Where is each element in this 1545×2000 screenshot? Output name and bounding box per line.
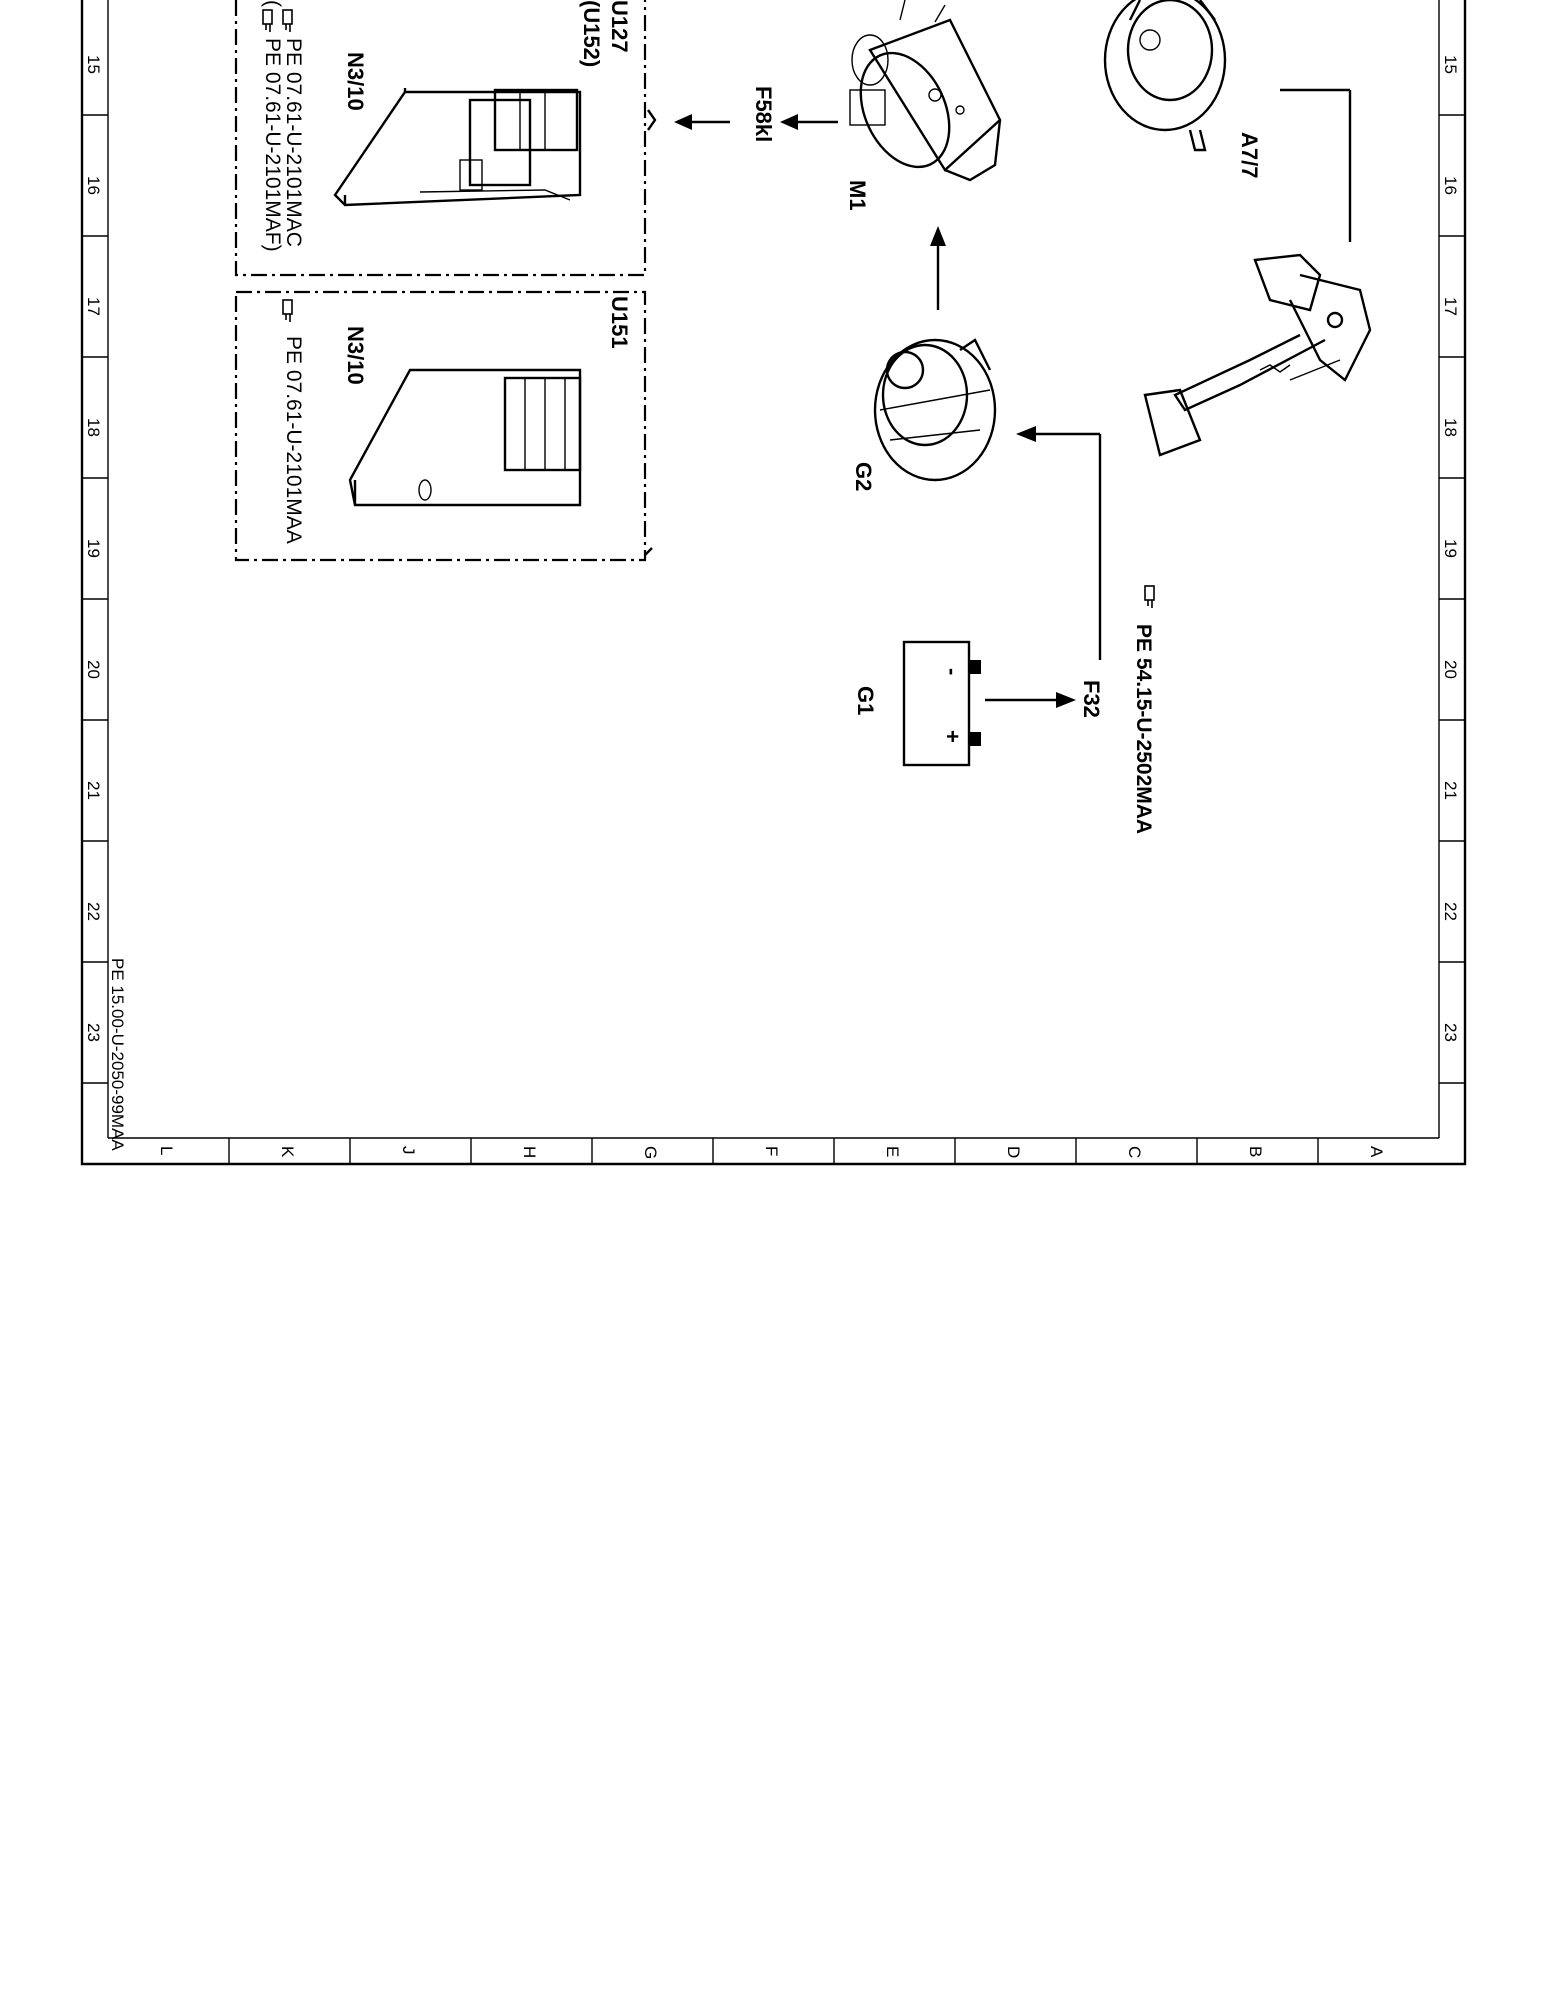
row-number: 21 <box>1441 781 1460 800</box>
control-module-n3-10-top <box>333 88 582 207</box>
reference-link[interactable]: PE 54.15-U-2502MAA <box>1132 624 1155 834</box>
battery-minus-sign: - <box>940 668 965 675</box>
battery-plus-sign: + <box>940 730 965 743</box>
group-label-u152: (U152) <box>579 0 604 67</box>
document-code: PE 15.00-U-2050-99MAA <box>108 958 127 1151</box>
component-label-g2: G2 <box>851 462 876 491</box>
column-grid: L K J H G F E D C B A <box>157 1138 1386 1164</box>
group-u127: U127 (U152) <box>234 0 657 277</box>
row-numbers-left: 15 16 17 18 19 20 21 22 23 <box>84 55 103 1042</box>
signal-arrows-m1-to-n3-10 <box>674 114 838 130</box>
pointing-hand-icon <box>282 9 293 32</box>
wire-f32-to-g2 <box>1016 426 1102 660</box>
brake-booster-a7-7 <box>1103 0 1227 152</box>
row-numbers-right: 15 16 17 18 19 20 21 22 23 <box>1441 55 1460 1042</box>
group-label-u151: U151 <box>607 296 632 349</box>
reference-link[interactable]: PE 07.61-U-2101MAC <box>282 38 305 247</box>
row-number: 21 <box>84 781 103 800</box>
battery-g1: - + <box>902 640 981 767</box>
row-number: 15 <box>84 55 103 74</box>
pointing-hand-icon <box>262 9 273 32</box>
row-number: 17 <box>1441 297 1460 316</box>
component-label-n3-10-bottom: N3/10 <box>343 326 368 385</box>
group-label-u127: U127 <box>607 0 632 53</box>
column-letter: K <box>278 1146 297 1158</box>
row-number: 22 <box>84 902 103 921</box>
column-letter: L <box>157 1146 176 1155</box>
column-letter: D <box>1004 1146 1023 1158</box>
column-letter: J <box>399 1146 418 1155</box>
column-letter: C <box>1125 1146 1144 1158</box>
pointing-hand-icon <box>282 299 293 322</box>
column-letter: F <box>762 1146 781 1156</box>
row-number: 19 <box>84 539 103 558</box>
component-label-n3-10-top: N3/10 <box>343 52 368 111</box>
pointing-hand-icon <box>1144 585 1155 608</box>
wire-a7-7-to-pedal <box>1280 88 1352 242</box>
column-letter: G <box>641 1146 660 1159</box>
row-number: 20 <box>1441 660 1460 679</box>
signal-arrow-g2-to-m1 <box>930 226 946 310</box>
row-number: 23 <box>1441 1023 1460 1042</box>
signal-arrow-g1-to-f32 <box>985 692 1076 708</box>
row-grid-ticks <box>82 114 1465 1084</box>
row-number: 18 <box>1441 418 1460 437</box>
row-number: 16 <box>84 176 103 195</box>
drawing-frame <box>80 0 1467 1166</box>
column-letter: B <box>1246 1146 1265 1157</box>
row-number: 17 <box>84 297 103 316</box>
reference-link[interactable]: PE 07.61-U-2101MAA <box>282 336 305 544</box>
reference-u127: PE 07.61-U-2101MAC ( PE 07.61-U-2101MAF) <box>261 0 305 252</box>
fuse-label-f32: F32 <box>1079 680 1104 718</box>
group-u151: U151 <box>234 290 653 562</box>
column-letter: E <box>883 1146 902 1157</box>
alternator-g2 <box>873 338 997 482</box>
component-label-a7-7: A7/7 <box>1237 132 1262 178</box>
reference-link[interactable]: PE 07.61-U-2101MAF) <box>261 38 284 252</box>
starter-motor-m1 <box>849 0 1002 182</box>
row-number: 20 <box>84 660 103 679</box>
fuse-label-f58kl: F58kl <box>751 86 776 142</box>
column-letter: H <box>520 1146 539 1158</box>
control-module-n3-10-bottom <box>348 368 582 507</box>
row-number: 23 <box>84 1023 103 1042</box>
reference-bracket: ( <box>261 0 284 7</box>
component-label-m1: M1 <box>845 180 870 211</box>
reference-f32: PE 54.15-U-2502MAA <box>1132 585 1155 834</box>
component-label-g1: G1 <box>853 686 878 715</box>
row-number: 22 <box>1441 902 1460 921</box>
column-letter: A <box>1367 1146 1386 1158</box>
row-number: 16 <box>1441 176 1460 195</box>
brake-pedal <box>1143 253 1372 457</box>
row-number: 18 <box>84 418 103 437</box>
row-number: 19 <box>1441 539 1460 558</box>
row-number: 15 <box>1441 55 1460 74</box>
reference-u151: PE 07.61-U-2101MAA <box>282 299 305 544</box>
